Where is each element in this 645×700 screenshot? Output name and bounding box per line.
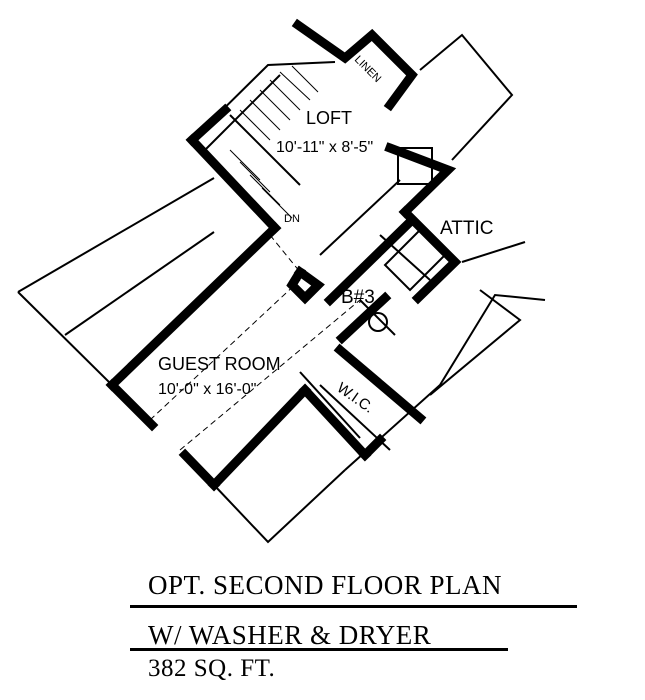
ceiling-dashes (149, 234, 361, 451)
roof-outline (17, 33, 546, 544)
attic-label: ATTIC (440, 218, 493, 239)
wic-label: W.I.C. (334, 379, 377, 416)
loft-label: LOFT (306, 108, 352, 128)
title-rule-2 (130, 648, 508, 651)
plan-area: 382 SQ. FT. (148, 655, 276, 682)
bath-label: B#3 (341, 287, 375, 308)
interior-lines (299, 147, 447, 451)
title-rule-1 (130, 605, 577, 608)
guest-room-dims: 10'-0" x 16'-0" (158, 381, 256, 398)
walls (105, 18, 462, 492)
guest-room-label: GUEST ROOM (158, 354, 281, 374)
loft-dims: 10'-11" x 8'-5" (276, 139, 373, 156)
stair-dn-label: DN (284, 213, 300, 225)
linen-label: LINEN (352, 54, 383, 85)
staircase (191, 61, 336, 219)
floor-plan: LOFT 10'-11" x 8'-5" LINEN ATTIC B#3 GUE… (17, 18, 546, 544)
plan-title: OPT. SECOND FLOOR PLAN (148, 570, 503, 600)
plan-subtitle: W/ WASHER & DRYER (148, 620, 432, 650)
